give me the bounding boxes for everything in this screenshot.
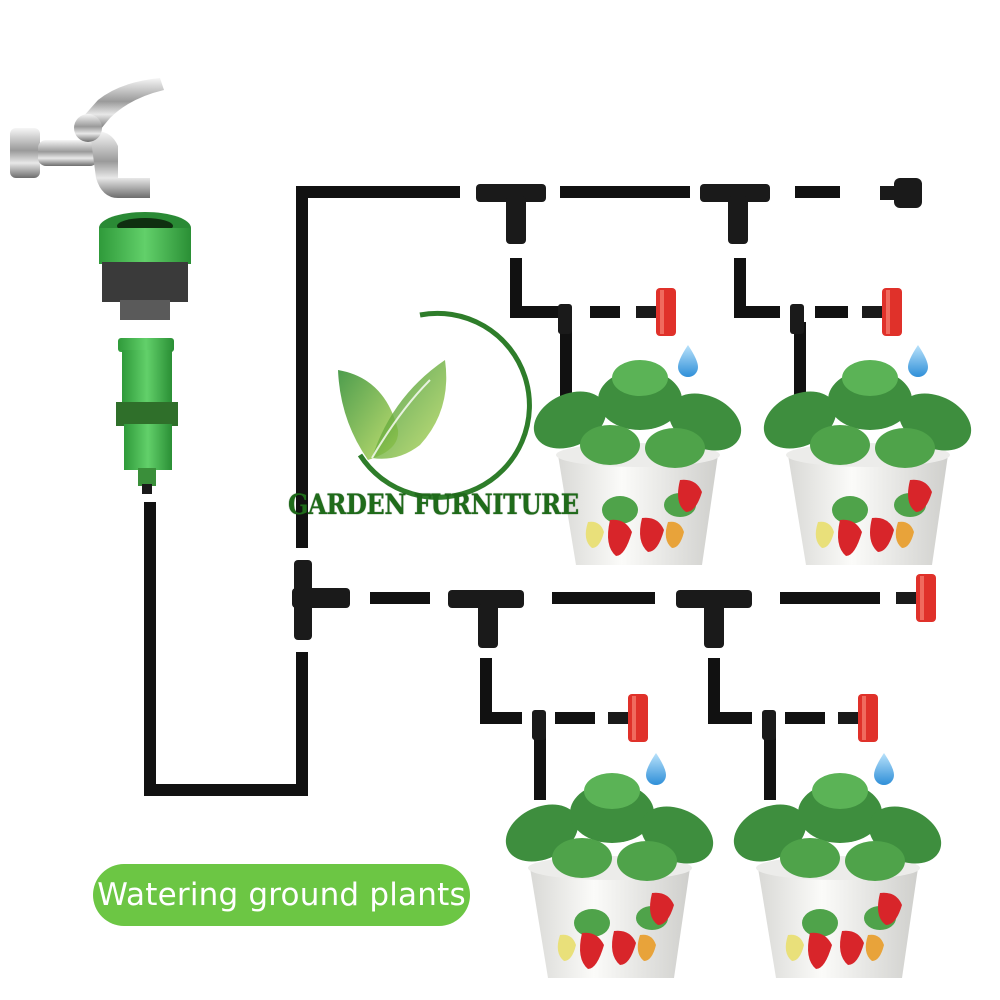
water-drop-icon [646, 345, 928, 785]
end-plug-icon [880, 178, 922, 208]
tee-connector-icon [292, 184, 770, 648]
caption-badge: Watering ground plants [93, 864, 470, 926]
strawberry-planter-icon [754, 360, 981, 565]
strawberry-planter-icon [496, 773, 723, 978]
elbow-stake [532, 304, 804, 740]
leaf-logo-icon [338, 310, 532, 500]
strawberry-planter-icon [724, 773, 951, 978]
tubing [144, 186, 880, 800]
dripper-icon [608, 288, 936, 742]
strawberry-planter-icon [533, 360, 742, 565]
hose-connector-icon [99, 212, 191, 494]
faucet-icon [10, 78, 164, 198]
logo-text: GARDEN FURNITURE [288, 488, 579, 521]
